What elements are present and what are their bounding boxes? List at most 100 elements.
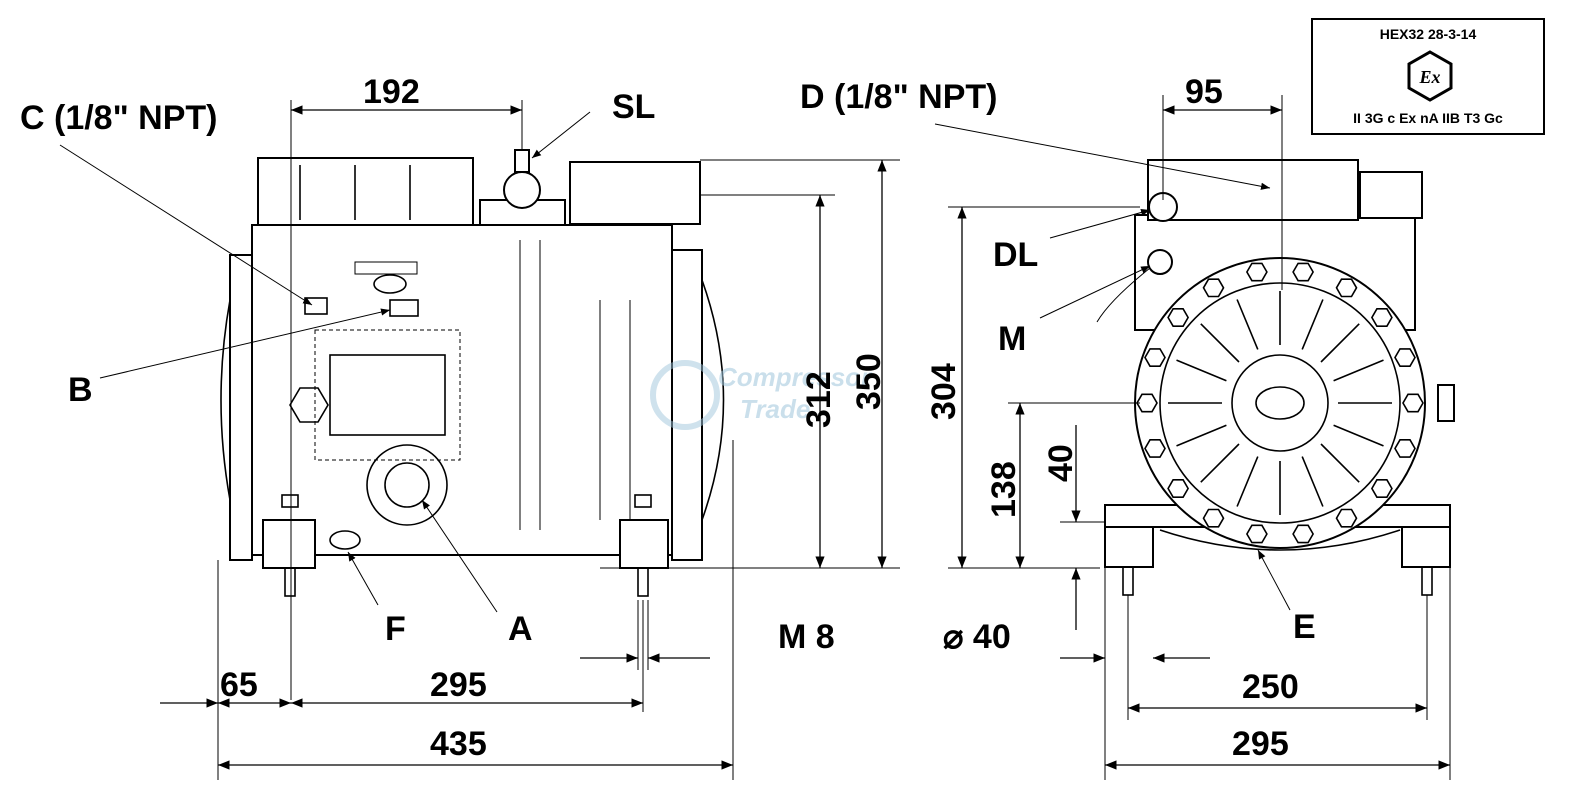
cover-bolt: [1292, 524, 1315, 544]
cover-rib: [1320, 443, 1360, 483]
watermark-logo-icon: [650, 360, 720, 430]
cover-rib: [1200, 443, 1240, 483]
label-c: C (1/8" NPT): [20, 99, 217, 137]
left-motor-cover: [220, 299, 231, 501]
dim-250: 250: [1242, 668, 1299, 706]
cover-bolt: [1245, 524, 1268, 544]
label-m: M: [998, 320, 1026, 358]
cover-bolt: [1370, 307, 1393, 328]
cover-bolt: [1394, 438, 1416, 458]
dim-192: 192: [363, 73, 420, 111]
foot-left: [262, 519, 316, 569]
front-bolt-left: [1122, 566, 1134, 596]
cover-bolt: [1144, 438, 1166, 458]
cover-rib: [1333, 424, 1384, 447]
sl-valve: [503, 171, 541, 209]
logo-badge: [373, 274, 407, 294]
cable: [1096, 267, 1151, 323]
label-dl: DL: [993, 236, 1038, 274]
cover-rib: [1200, 323, 1240, 363]
port-labels: C (1/8" NPT) SL B F A D (1/8" NPT) DL M …: [20, 78, 1316, 648]
hidden-outline: [314, 329, 461, 461]
cover-rib: [1236, 456, 1259, 507]
certification-marking: II 3G c Ex nA IIB T3 Gc: [1353, 110, 1503, 126]
right-motor-cover: [701, 279, 725, 521]
cover-bolt-ring: [1136, 262, 1424, 544]
cover-rib: [1176, 359, 1227, 382]
dim-m8: M 8: [778, 618, 835, 656]
watermark-line2: Trade: [740, 394, 810, 424]
dim-295-front: 295: [1232, 725, 1289, 763]
cover-bolt: [1144, 348, 1166, 368]
watermark-line1: Compressor: [718, 362, 873, 392]
oil-sight-glass-inner: [384, 462, 430, 508]
cover-rib: [1333, 359, 1384, 382]
cover-rib: [1176, 424, 1227, 447]
cylinder-head-right: [569, 161, 701, 225]
plug-c: [304, 297, 328, 315]
cover-rib: [1236, 299, 1259, 350]
bolt-left: [284, 567, 296, 597]
sl-valve-stem: [514, 149, 530, 173]
terminal-box: [1437, 384, 1455, 422]
cylinder-head-left: [257, 157, 474, 226]
ex-symbol-text: Ex: [1418, 67, 1440, 87]
dim-295-side: 295: [430, 666, 487, 704]
nut-right: [634, 494, 652, 508]
dim-138: 138: [985, 461, 1023, 518]
front-logo-badge: [1255, 386, 1305, 420]
label-f: F: [385, 610, 406, 648]
front-cylinder-head: [1147, 159, 1359, 221]
certification-code: HEX32 28-3-14: [1379, 26, 1477, 42]
front-foot-right: [1401, 526, 1451, 568]
cover-rib: [1301, 456, 1324, 507]
front-view: [1096, 159, 1455, 596]
bolt-right: [637, 567, 649, 597]
cover-rib: [1301, 299, 1324, 350]
watermark: Compressor Trade: [650, 360, 873, 430]
dim-40-vertical: 40: [1042, 444, 1080, 482]
cover-rib: [1320, 323, 1360, 363]
cover-ribs: [1168, 291, 1392, 515]
dim-304: 304: [925, 363, 963, 420]
hex-plug: [289, 387, 329, 423]
brand-logo: [354, 261, 418, 275]
dim-312: 312: [800, 371, 838, 428]
label-a: A: [508, 610, 533, 648]
m-fitting: [1147, 249, 1173, 275]
cover-bolt: [1202, 508, 1225, 528]
front-foot-left: [1104, 526, 1154, 568]
right-flange: [671, 249, 703, 561]
front-bolt-right: [1421, 566, 1433, 596]
motor-saddle: [1159, 529, 1401, 551]
dim-diameter-40: ⌀ 40: [943, 618, 1011, 656]
dimension-lines: [160, 95, 1451, 780]
cover-bolt: [1370, 478, 1393, 499]
cover-bolt: [1167, 307, 1190, 328]
dim-65: 65: [220, 666, 258, 704]
label-d: D (1/8" NPT): [800, 78, 997, 116]
motor-cover-inner: [1159, 282, 1401, 524]
cover-bolt: [1245, 262, 1268, 282]
plug-b: [389, 299, 419, 317]
cover-bolt: [1292, 262, 1315, 282]
ex-hexagon-icon: Ex: [1407, 50, 1453, 102]
dim-435: 435: [430, 725, 487, 763]
left-end-cap: [229, 254, 253, 561]
oil-drain-plug: [329, 530, 361, 550]
leader-lines: [59, 111, 1291, 613]
crankcase-body: [251, 224, 673, 556]
cover-bolt: [1202, 278, 1225, 298]
nut-left: [281, 494, 299, 508]
nameplate: [329, 354, 446, 436]
front-side-box: [1359, 171, 1423, 219]
cover-bolt: [1167, 478, 1190, 499]
foot-right: [619, 519, 669, 569]
cover-bolt: [1335, 508, 1358, 528]
atex-certification-box: HEX32 28-3-14 Ex II 3G c Ex nA IIB T3 Gc: [1311, 18, 1545, 135]
oil-sight-glass: [366, 444, 448, 526]
label-b: B: [68, 371, 93, 409]
cover-bolt: [1394, 348, 1416, 368]
cover-bolt: [1402, 393, 1424, 413]
